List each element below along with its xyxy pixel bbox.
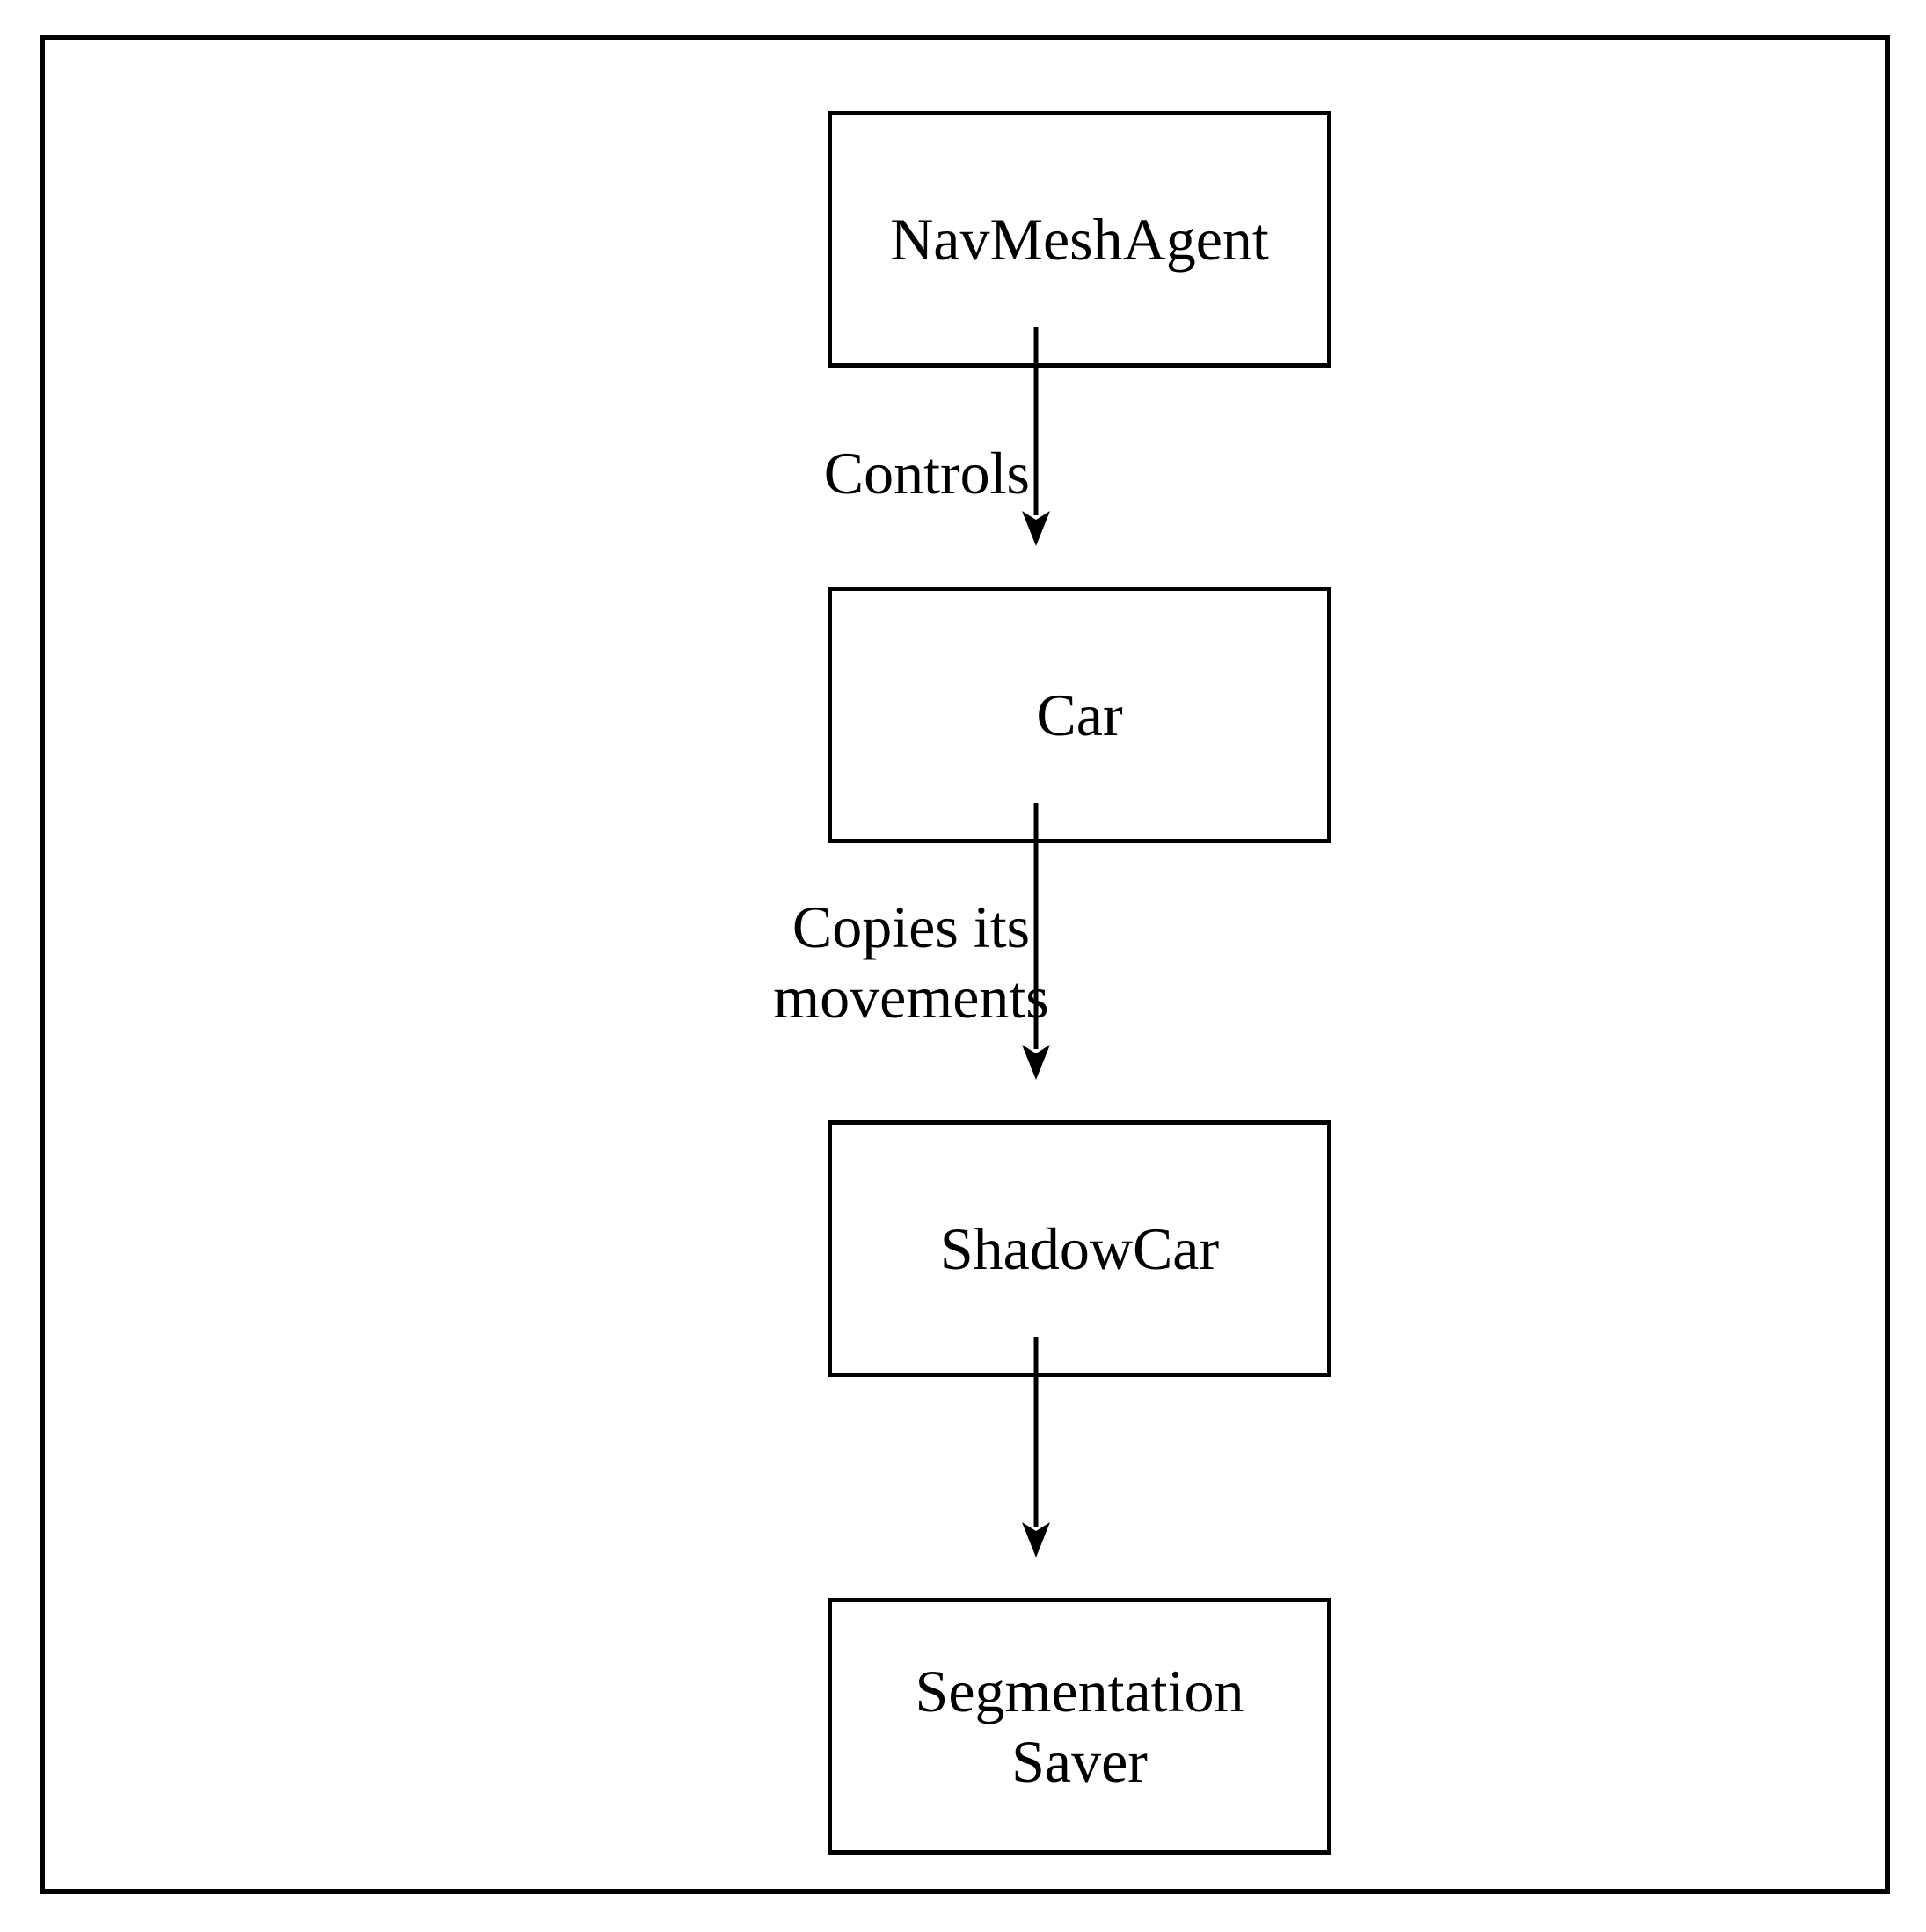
node-label-car: Car: [1036, 682, 1123, 748]
diagram-outer-frame: NavMeshAgent Car ShadowCar Segmentation …: [40, 35, 1890, 1894]
node-car: Car: [828, 587, 1331, 843]
node-navmeshagent: NavMeshAgent: [828, 111, 1331, 368]
edge-label-controls: Controls: [823, 440, 1030, 507]
edge-label-copies-its-movements: Copies its movements: [773, 893, 1049, 1031]
node-label-segmentation-saver: Segmentation Saver: [915, 1658, 1244, 1795]
node-shadowcar: ShadowCar: [828, 1120, 1331, 1377]
node-label-navmeshagent: NavMeshAgent: [890, 206, 1269, 273]
node-segmentation-saver: Segmentation Saver: [828, 1598, 1331, 1855]
node-label-shadowcar: ShadowCar: [939, 1215, 1220, 1282]
